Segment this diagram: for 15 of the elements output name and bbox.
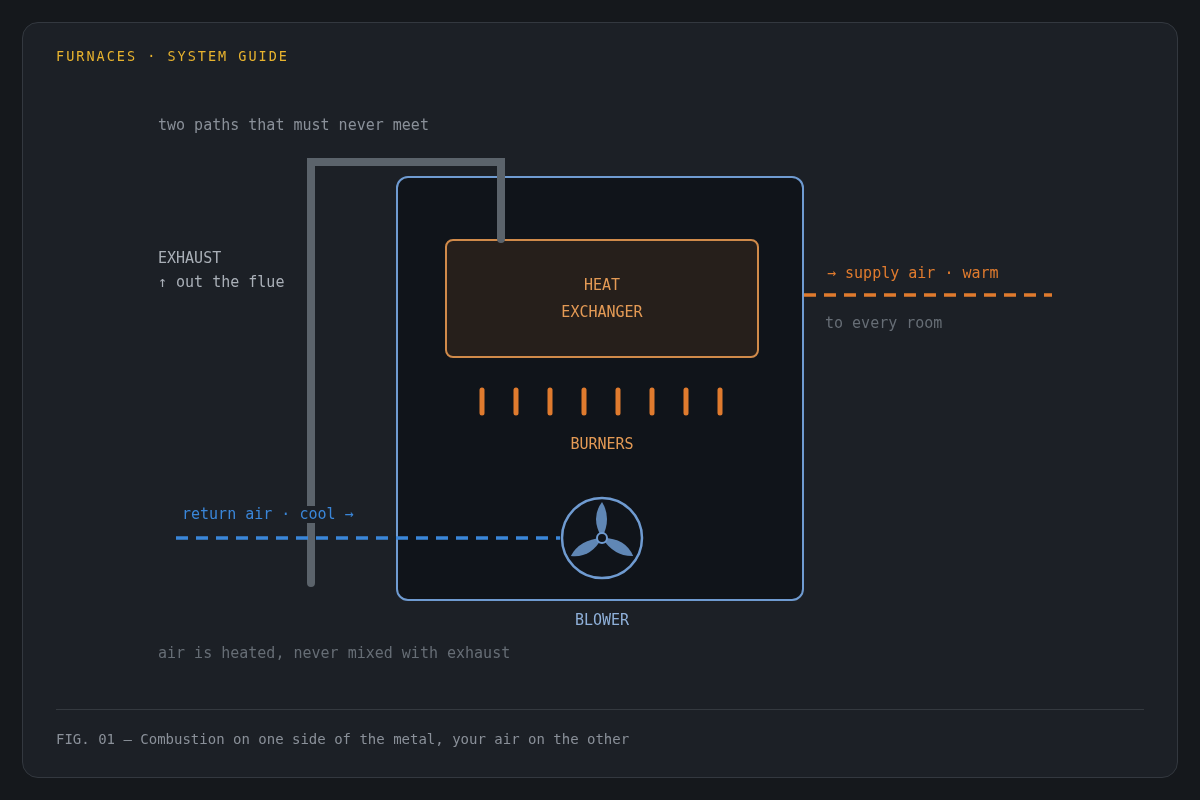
- exhaust-label: ↑ out the flue: [158, 275, 285, 290]
- exhaust-label: EXHAUST: [158, 251, 222, 266]
- heat-exchanger-box: [445, 239, 759, 358]
- flue-pipe: [307, 158, 505, 587]
- component-label: BURNERS: [569, 437, 635, 452]
- note-text: air is heated, never mixed with exhaust: [158, 646, 511, 661]
- diagram-title: FURNACES · SYSTEM GUIDE: [56, 50, 289, 64]
- component-label: HEAT EXCHANGER: [560, 274, 644, 323]
- component-label: BLOWER: [573, 613, 631, 628]
- edge-label: → supply air · warm: [825, 265, 1001, 282]
- note-text: two paths that must never meet: [158, 118, 429, 133]
- figure-caption: FIG. 01 — Combustion on one side of the metal, your air on the other: [56, 732, 630, 746]
- note-text: to every room: [825, 316, 943, 331]
- air-duct-line: [176, 536, 560, 540]
- air-duct-line: [804, 293, 1052, 297]
